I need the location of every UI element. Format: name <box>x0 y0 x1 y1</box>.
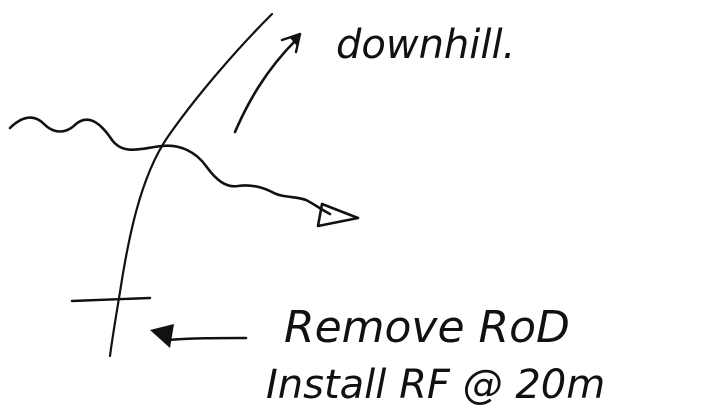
remove-rod-label: Remove RoD <box>284 302 570 353</box>
downhill-arrow-shaft <box>233 38 298 134</box>
pointer-arrow-head <box>150 324 174 348</box>
cross-mark <box>70 296 152 303</box>
pointer-arrow-shaft <box>166 336 248 342</box>
triangle-arrow-head <box>316 202 360 228</box>
install-rf-label: Install RF @ 20m <box>266 362 605 408</box>
downhill-label: downhill. <box>336 22 515 68</box>
curved-track-line <box>108 12 274 358</box>
wavy-flow-line <box>8 116 332 216</box>
downhill-arrow-tip <box>290 33 301 46</box>
